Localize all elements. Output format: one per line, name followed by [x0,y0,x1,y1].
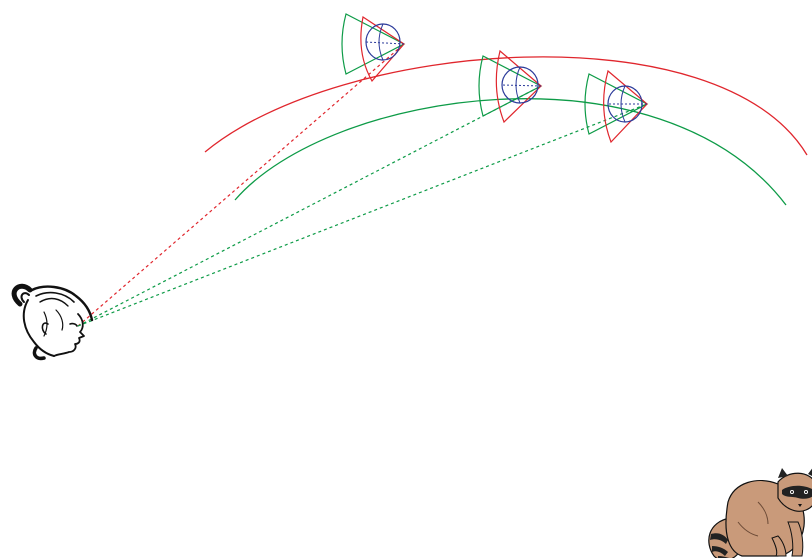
camera-1 [342,14,404,81]
sight-line-camera-1 [78,44,404,326]
raccoon-icon [709,466,812,558]
sight-line-camera-2 [78,86,541,326]
camera-2-optical-axis [502,85,541,86]
sight-lines [78,44,647,326]
raccoon-head [778,466,812,511]
camera-2 [479,51,541,122]
red-arc [205,57,807,155]
girl-face-icon [14,286,92,358]
camera-1-optical-axis [366,42,404,44]
camera-3 [585,71,647,142]
camera-2-red-frustum [496,51,541,122]
green-arc [235,99,786,205]
sight-line-camera-3 [78,104,647,326]
